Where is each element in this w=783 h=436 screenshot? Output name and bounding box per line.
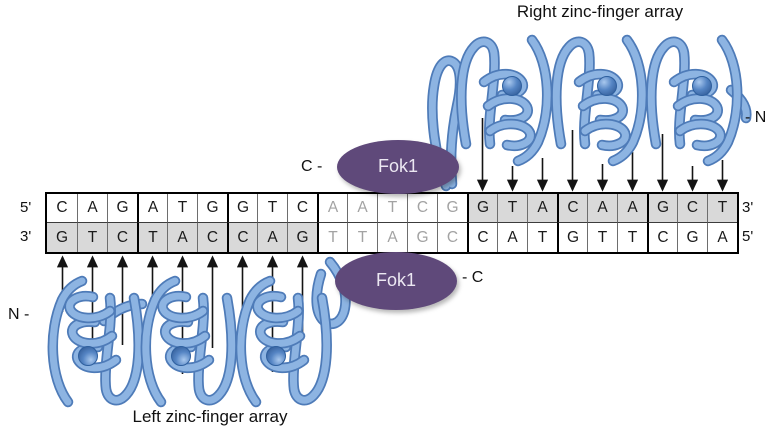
dna-cell: G — [557, 223, 587, 252]
right-zinc-finger-array — [432, 40, 746, 186]
dna-cell: A — [77, 194, 107, 223]
dna-cell: T — [617, 223, 647, 252]
dna-cell: T — [347, 223, 377, 252]
zinc-finger-motif — [461, 40, 547, 161]
dna-cell: A — [707, 223, 737, 252]
dna-cell: C — [647, 223, 677, 252]
zinc-finger-motif — [241, 281, 327, 402]
dna-cell: C — [437, 223, 467, 252]
dna-cell: T — [377, 194, 407, 223]
fok1-label-bottom: Fok1 — [375, 270, 417, 290]
dna-cell: G — [467, 194, 497, 223]
dna-cell: A — [257, 223, 287, 252]
zinc-finger-motif — [556, 40, 642, 161]
dna-cell: A — [137, 194, 167, 223]
dna-cell: T — [707, 194, 737, 223]
n-terminus-label-right: - N — [745, 109, 767, 126]
zinc-finger-linker-ribbon — [104, 262, 346, 324]
dna-cell: T — [167, 194, 197, 223]
dna-cell: C — [197, 223, 227, 252]
dna-cell: A — [377, 223, 407, 252]
dna-cell: G — [227, 194, 257, 223]
dna-cell: A — [497, 223, 527, 252]
strand-end-label-3prime-left: 3' — [20, 228, 32, 245]
dna-cell: C — [47, 194, 77, 223]
dna-cell: A — [527, 194, 557, 223]
dna-cell: C — [677, 194, 707, 223]
dna-cell: T — [497, 194, 527, 223]
zinc-finger-motif — [651, 40, 737, 161]
dna-cell: G — [407, 223, 437, 252]
dna-cell: T — [77, 223, 107, 252]
dna-cell: T — [257, 194, 287, 223]
zinc-finger-motif — [146, 281, 232, 402]
dna-cell: A — [617, 194, 647, 223]
zinc-finger-motif — [53, 281, 139, 402]
dna-cell: T — [317, 223, 347, 252]
zinc-finger-linker-ribbon — [432, 61, 746, 186]
strand-end-label-5prime-right: 5' — [742, 228, 754, 245]
dna-cell: C — [227, 223, 257, 252]
c-terminus-label-bottom: - C — [462, 269, 484, 286]
strand-end-label-5prime-left: 5' — [20, 199, 32, 216]
dna-cell: A — [167, 223, 197, 252]
dna-cell: C — [467, 223, 497, 252]
dna-cell: T — [587, 223, 617, 252]
dna-cell: A — [587, 194, 617, 223]
dna-cell: C — [407, 194, 437, 223]
fok1-label-top: Fok1 — [377, 156, 419, 176]
left-zinc-finger-array — [53, 262, 346, 402]
dna-cell: A — [347, 194, 377, 223]
dna-cell: T — [137, 223, 167, 252]
dna-cell: G — [107, 194, 137, 223]
dna-cell: C — [107, 223, 137, 252]
dna-cell: C — [287, 194, 317, 223]
dna-cell: C — [557, 194, 587, 223]
c-terminus-label-top: C - — [301, 158, 323, 175]
dna-cell: G — [47, 223, 77, 252]
dna-cell: G — [437, 194, 467, 223]
dna-cell: G — [647, 194, 677, 223]
strand-end-label-3prime-right: 3' — [742, 199, 754, 216]
dna-cell: G — [197, 194, 227, 223]
dna-cell: T — [527, 223, 557, 252]
dna-cell: G — [287, 223, 317, 252]
n-terminus-label-left: N - — [8, 306, 30, 323]
left-array-title: Left zinc-finger array — [132, 407, 288, 426]
dna-cell: G — [677, 223, 707, 252]
right-array-title: Right zinc-finger array — [516, 2, 684, 21]
dna-cell: A — [317, 194, 347, 223]
